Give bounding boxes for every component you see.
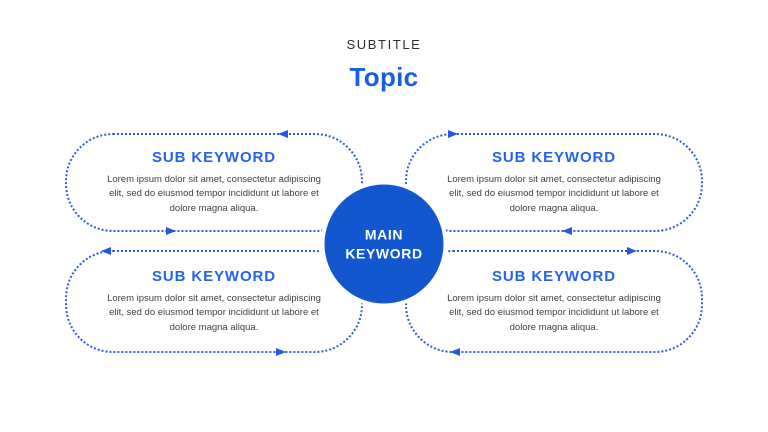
sub-keyword-body: Lorem ipsum dolor sit amet, consectetur … (107, 174, 321, 214)
slide-subtitle: SUBTITLE (346, 37, 422, 52)
flow-arrow-right-icon (448, 130, 458, 138)
sub-keyword-body: Lorem ipsum dolor sit amet, consectetur … (447, 293, 661, 333)
sub-keyword-heading: SUB KEYWORD (491, 149, 617, 167)
sub-keyword-card-bottom-right: SUB KEYWORD Lorem ipsum dolor sit amet, … (405, 250, 703, 353)
flow-arrow-left-icon (562, 227, 572, 235)
flow-arrow-left-icon (278, 130, 288, 138)
flow-arrow-right-icon (627, 247, 637, 255)
sub-keyword-heading: SUB KEYWORD (151, 149, 277, 167)
flow-arrow-left-icon (101, 247, 111, 255)
main-keyword-line1: MAIN (364, 226, 404, 242)
sub-keyword-heading: SUB KEYWORD (151, 268, 277, 286)
main-keyword-line2: KEYWORD (345, 245, 423, 261)
sub-keyword-body: Lorem ipsum dolor sit amet, consectetur … (447, 174, 661, 214)
main-keyword-circle: MAIN KEYWORD (320, 180, 448, 308)
sub-keyword-card-top-left: SUB KEYWORD Lorem ipsum dolor sit amet, … (65, 133, 363, 232)
sub-keyword-card-bottom-left: SUB KEYWORD Lorem ipsum dolor sit amet, … (65, 250, 363, 353)
sub-keyword-body: Lorem ipsum dolor sit amet, consectetur … (107, 293, 321, 333)
page-title: Topic (349, 62, 419, 92)
flow-arrow-right-icon (276, 348, 286, 356)
flow-arrow-right-icon (166, 227, 176, 235)
sub-keyword-heading: SUB KEYWORD (491, 268, 617, 286)
sub-keyword-card-top-right: SUB KEYWORD Lorem ipsum dolor sit amet, … (405, 133, 703, 232)
flow-arrow-left-icon (450, 348, 460, 356)
